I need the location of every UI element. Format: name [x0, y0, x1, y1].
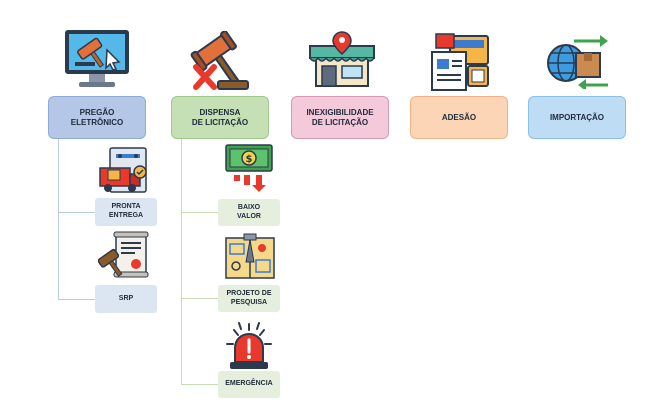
- subitem-label: BAIXO VALOR: [237, 203, 261, 220]
- connector-dispensa-branch-2: [181, 298, 218, 299]
- subitem-srp[interactable]: SRP: [95, 285, 157, 313]
- gavel-x-icon: [190, 31, 249, 90]
- connector-dispensa-trunk: [181, 139, 182, 385]
- delivery-truck-icon: [99, 147, 147, 193]
- connector-pregao-branch-2: [58, 299, 96, 300]
- subitem-projeto-de-pesquisa[interactable]: PROJETO DE PESQUISA: [218, 285, 280, 312]
- category-dispensa-licitacao[interactable]: DISPENSA DE LICITAÇÃO: [171, 96, 269, 139]
- category-inexigibilidade-licitacao[interactable]: INEXIGIBILIDADE DE LICITAÇÃO: [291, 96, 389, 139]
- category-label: DISPENSA DE LICITAÇÃO: [191, 107, 249, 127]
- category-adesao[interactable]: ADESÃO: [410, 96, 508, 139]
- contract-gavel-icon: [98, 231, 149, 278]
- connector-pregao-trunk: [58, 139, 59, 299]
- category-label: PREGÃO ELETRÔNICO: [70, 107, 124, 127]
- subitem-label: EMERGÊNCIA: [225, 380, 273, 388]
- connector-dispensa-branch-3: [181, 384, 218, 385]
- money-down-icon: $: [225, 144, 273, 192]
- subitem-baixo-valor[interactable]: BAIXO VALOR: [218, 199, 280, 226]
- subitem-label: PRONTA ENTREGA: [108, 203, 144, 219]
- computer-auction-icon: [65, 30, 129, 87]
- category-pregao-eletronico[interactable]: PREGÃO ELETRÔNICO: [48, 96, 146, 139]
- subitem-emergencia[interactable]: EMERGÊNCIA: [218, 371, 280, 398]
- research-blueprint-icon: [225, 233, 275, 279]
- subitem-pronta-entrega[interactable]: PRONTA ENTREGA: [95, 198, 157, 226]
- subitem-label: PROJETO DE PESQUISA: [226, 289, 272, 306]
- subitem-label: SRP: [118, 294, 134, 302]
- connector-dispensa-branch-1: [181, 212, 218, 213]
- documents-icon: [431, 33, 489, 91]
- category-label: ADESÃO: [441, 112, 477, 122]
- siren-icon: [226, 322, 272, 369]
- globe-import-icon: [547, 35, 608, 89]
- storefront-icon: [309, 31, 375, 87]
- svg-text:$: $: [246, 154, 253, 165]
- category-importacao[interactable]: IMPORTAÇÃO: [528, 96, 626, 139]
- connector-pregao-branch-1: [58, 212, 96, 213]
- category-label: INEXIGIBILIDADE DE LICITAÇÃO: [306, 107, 374, 127]
- category-label: IMPORTAÇÃO: [549, 112, 605, 122]
